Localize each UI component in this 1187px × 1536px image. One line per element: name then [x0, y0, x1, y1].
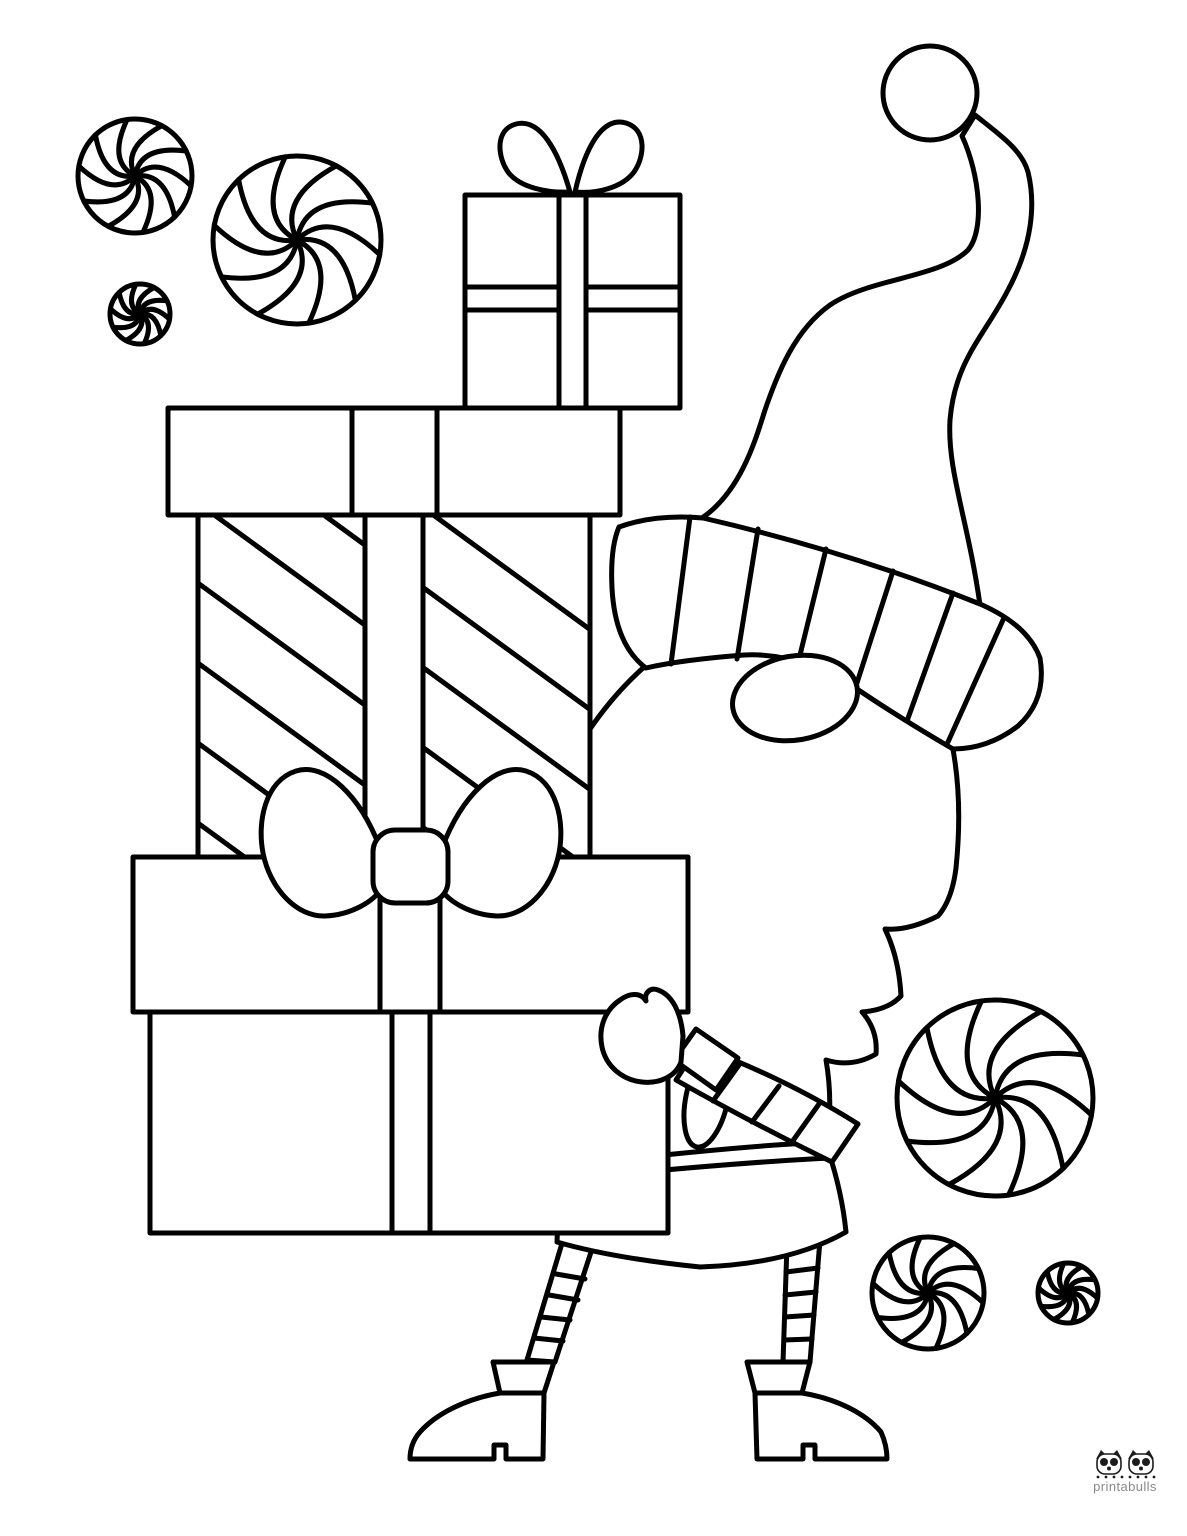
top-gift-box	[462, 119, 683, 411]
peppermint-candies	[75, 116, 1101, 1352]
hat-brim	[609, 514, 1044, 752]
gnome-right-boot	[744, 1359, 890, 1462]
hat-pompom	[880, 43, 980, 143]
gnome-hat	[699, 112, 1035, 608]
gnome-nose	[730, 652, 860, 744]
right-boot-cuff	[744, 1359, 813, 1396]
bow-gift-box	[130, 767, 691, 1015]
gnome-left-boot	[407, 1359, 557, 1462]
french-bulldog-faces-icon	[1096, 1450, 1156, 1479]
right-boot	[752, 1390, 890, 1462]
peppermint-candy	[210, 153, 384, 327]
ribbon-band	[389, 1009, 433, 1236]
ribbon-band	[362, 512, 426, 860]
bottom-gift-box	[147, 1009, 671, 1236]
peppermint-candy	[894, 997, 1096, 1199]
hat-brim-stripes	[668, 514, 1006, 745]
big-bow-right-loop	[439, 767, 564, 919]
present-stack	[130, 119, 691, 1236]
peppermint-candy	[75, 116, 195, 236]
paw-dots	[1096, 1475, 1156, 1479]
top-bow-left-loop	[497, 120, 573, 195]
mitten	[598, 986, 686, 1085]
left-boot	[407, 1390, 547, 1462]
top-bow-right-loop	[572, 119, 645, 195]
watermark-brand-text: printabulls	[1093, 1479, 1157, 1494]
watermark: printabulls	[1093, 1450, 1157, 1494]
big-bow-knot	[370, 827, 451, 906]
big-bow-left-loop	[258, 767, 383, 919]
lid-ribbon-band	[349, 405, 440, 518]
peppermint-candy	[1035, 1260, 1101, 1326]
peppermint-candy	[869, 1234, 987, 1352]
left-boot-cuff	[490, 1359, 557, 1396]
line-art	[75, 43, 1101, 1462]
gnome-hand	[598, 986, 741, 1093]
gift-box-lid	[165, 405, 623, 518]
peppermint-candy	[107, 281, 173, 347]
top-box-ribbon-vertical	[556, 192, 589, 411]
